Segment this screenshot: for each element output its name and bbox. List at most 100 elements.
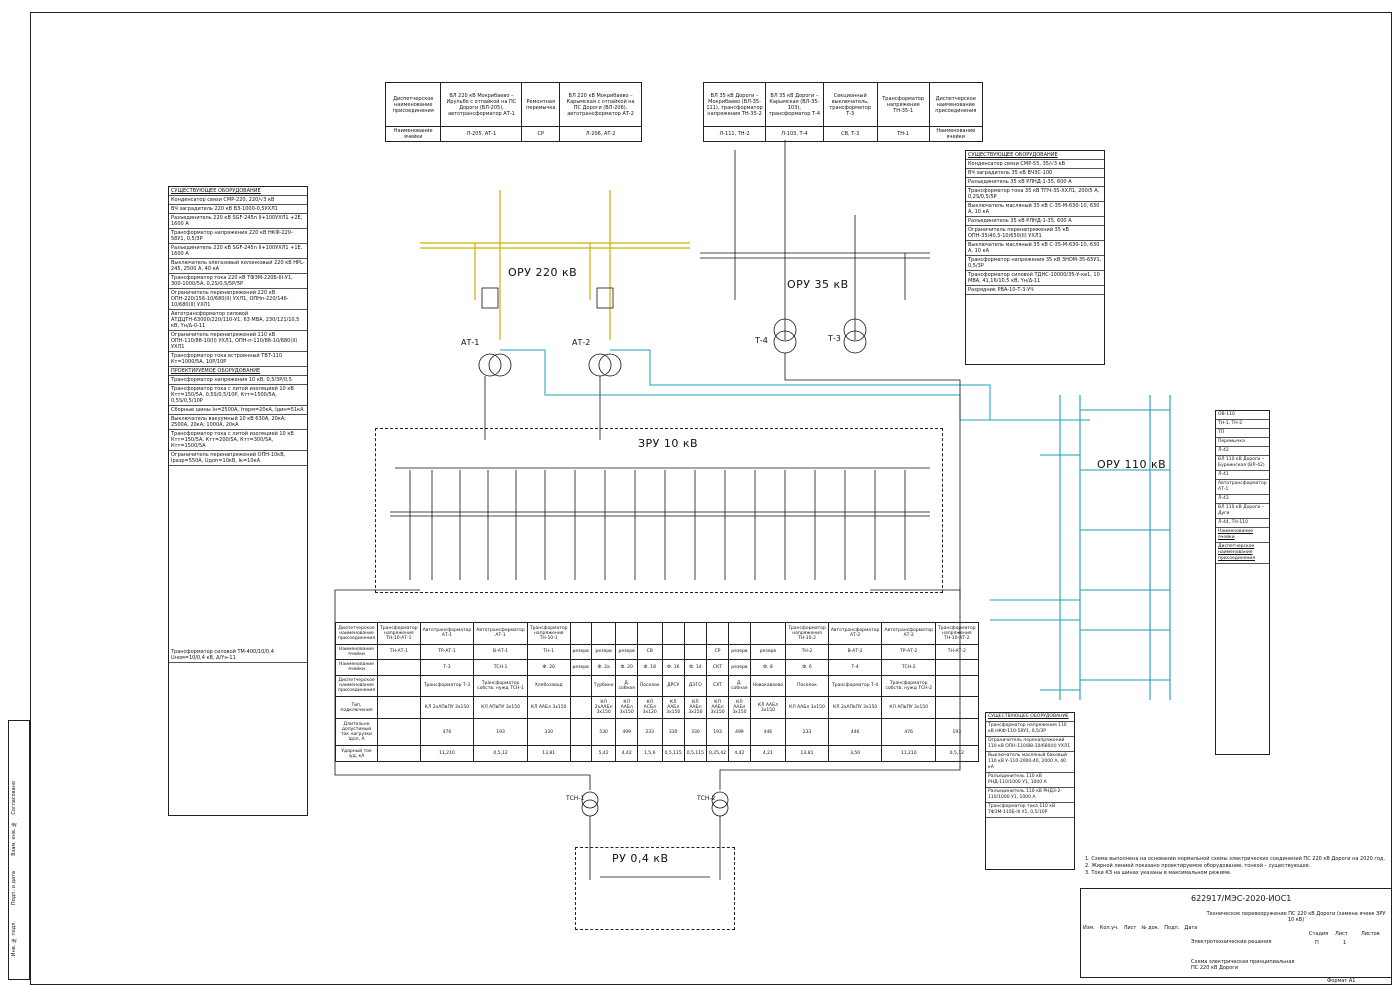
spec-item: Трансформатор силовой ТДНС-10000/35-У-кв… — [966, 271, 1104, 286]
spec-item: Ограничитель перенапряжений ОПН-10кВ, Iр… — [169, 451, 307, 466]
spec-item: Разъединитель 110 кВ РНД-110/1000 У1, 10… — [986, 773, 1074, 788]
cell: КЛ ААБл 3х150 — [526, 696, 571, 719]
sheet-name: Схема электрическая принципиальная ПС 22… — [1191, 959, 1295, 971]
cell: Наименование ячейки — [1216, 528, 1269, 543]
spec-item: Выключатель масляный 35 кВ С-35-М-630-10… — [966, 241, 1104, 256]
cell: Т-3 — [419, 659, 475, 676]
cell: 233 — [636, 717, 663, 747]
cell: 13,81 — [785, 745, 829, 762]
note: 3. Токи КЗ на шинах указаны в максимальн… — [1085, 870, 1232, 876]
cell: ВЛ 35 кВ Дороги – Карымская (ВЛ-35-103),… — [765, 82, 824, 127]
cell: 330 — [661, 717, 685, 747]
side-stamp-item: Инв. № подл. — [11, 921, 17, 957]
cell: 446 — [749, 717, 787, 747]
cell: резерв — [590, 643, 617, 661]
top-table-220: Диспетчерское наименование присоединения… — [384, 82, 642, 142]
cell: Л-42 — [1216, 447, 1269, 456]
cell: Автотрансформатор АТ-1 — [473, 622, 528, 645]
cell — [705, 622, 730, 645]
cell: Трансформатор напряжения ТН-10-2 — [785, 622, 829, 645]
cell: Ремонтная перемычка — [521, 82, 561, 127]
ru04-box: РУ 0,4 кВ — [575, 847, 735, 930]
cell: 11,210 — [419, 745, 475, 762]
cell — [569, 745, 592, 762]
cell — [377, 659, 421, 676]
spec-header: СУЩЕСТВУЮЩЕЕ ОБОРУДОВАНИЕ — [169, 187, 307, 196]
cell: Трансформатор Т-4 — [827, 674, 883, 698]
top-table-35: ВЛ 35 кВ Дороги – Мокрибаево (ВЛ-35-111)… — [702, 82, 984, 142]
spec-item: Выключатель элегазовый колонковый 220 кВ… — [169, 259, 307, 274]
cell: ТН-2 — [785, 643, 829, 661]
table-row: Диспетчерское наименование присоединения… — [334, 674, 979, 698]
spec-item: Трансформатор тока 35 кВ ТПЧ-35-ХХЛ1, 20… — [966, 187, 1104, 202]
cell: 4,42 — [615, 745, 638, 762]
cell: Д. собная — [728, 674, 751, 698]
cell — [377, 674, 421, 698]
cell: резерв — [728, 659, 751, 676]
cell: СКТ — [705, 659, 730, 676]
cell: ТН-АТ-2 — [935, 643, 979, 661]
cell — [661, 622, 685, 645]
stamp-col: Лист — [1123, 925, 1137, 931]
cell: Автотрансформатор АТ-1 — [419, 622, 475, 645]
cell: ТН-1 — [876, 126, 930, 142]
cell: КЛ АПвПУ 3х150 — [473, 696, 528, 719]
sheet-value: 1 — [1343, 940, 1347, 946]
cell: Наименование ячейки — [384, 126, 442, 142]
cell: СВ, Т-3 — [822, 126, 878, 142]
stamp-col: Подп. — [1164, 925, 1180, 931]
oru110-lines — [1040, 395, 1171, 700]
cell — [636, 622, 663, 645]
cell: ДРСУ — [661, 674, 685, 698]
cell: Диспетчерское наименование присоединения — [928, 82, 984, 127]
cell: 0,5,115 — [661, 745, 685, 762]
cell: 233 — [785, 717, 829, 747]
sheet-label: Лист — [1335, 931, 1348, 937]
cell: резерв — [749, 643, 787, 661]
cell: Турбино — [590, 674, 617, 698]
doc-code: 622917/МЭС-2020-ИОС1 — [1191, 894, 1292, 903]
cell — [935, 659, 979, 676]
tsn2-label: ТСН-2 — [697, 795, 716, 802]
cell: КЛ АПвПУ 3х150 — [881, 696, 937, 719]
format-label: Формат А1 — [1327, 978, 1356, 984]
spec-header: ПРОЕКТИРУЕМОЕ ОБОРУДОВАНИЕ — [169, 367, 307, 376]
table-row: Длительно допустимый ток нагрузки Iдоп, … — [334, 717, 979, 747]
spec-panel-35: СУЩЕСТВУЮЩЕЕ ОБОРУДОВАНИЕ Конденсатор св… — [965, 150, 1105, 365]
cell: ТР-АТ-2 — [881, 643, 937, 661]
cell — [683, 622, 707, 645]
cell: 0,25,42 — [705, 745, 730, 762]
table-row: Диспетчерское наименование присоединения… — [334, 622, 979, 645]
cell: Трансформатор собств. нужд ТСН-1 — [473, 674, 528, 698]
cell: Диспетчерское наименование присоединения — [334, 674, 379, 698]
cell: ВЛ 35 кВ Дороги – Мокрибаево (ВЛ-35-111)… — [702, 82, 767, 127]
cell: ТН-1, ТН-2 — [1216, 420, 1269, 429]
cell: Автотрансформатор АТ-2 — [881, 622, 937, 645]
cell: ВЛ 220 кВ Мокрибаево – Карымская с отпай… — [559, 82, 642, 127]
cell: ВЛ 110 кВ Дороги – Дуги — [1216, 504, 1269, 519]
stamp-col: № док. — [1141, 925, 1160, 931]
note: 1. Схема выполнена на основании нормальн… — [1085, 856, 1386, 862]
cell: В-АТ-1 — [473, 643, 528, 661]
spec-item: Конденсатор связи СМР-55, 35/√3 кВ — [966, 160, 1104, 169]
cell: СХТ — [705, 674, 730, 698]
spec-item: Ограничитель перенапряжений 35 кВ ОПН-35… — [966, 226, 1104, 241]
cell: Перемычка — [1216, 438, 1269, 447]
cell: 446 — [827, 717, 883, 747]
spec-item: Разъединитель 35 кВ РЛНД-1-35, 600 А — [966, 217, 1104, 226]
cell: Наименование ячейки — [334, 643, 379, 661]
cell: резерв — [569, 643, 592, 661]
spec-item: Конденсатор связи СМР-220, 220/√3 кВ — [169, 196, 307, 205]
cell: Длительно допустимый ток нагрузки Iдоп, … — [334, 717, 379, 747]
cell: ВЛ 220 кВ Мокрибаево – Ирульбо с отпайко… — [440, 82, 523, 127]
t3-label: Т-3 — [828, 334, 841, 343]
cell: Поселок — [785, 674, 829, 698]
zru10-box: ЗРУ 10 кВ — [375, 428, 943, 593]
spec-item: Ограничитель перенапряжений 110 кВ ОПН-1… — [169, 331, 307, 352]
cell: Ф. 20 — [615, 659, 638, 676]
spec-header: СУЩЕСТВУЮЩЕЕ ОБОРУДОВАНИЕ — [986, 713, 1074, 722]
zru10-label: ЗРУ 10 кВ — [638, 437, 699, 450]
cell: резерв — [615, 643, 638, 661]
